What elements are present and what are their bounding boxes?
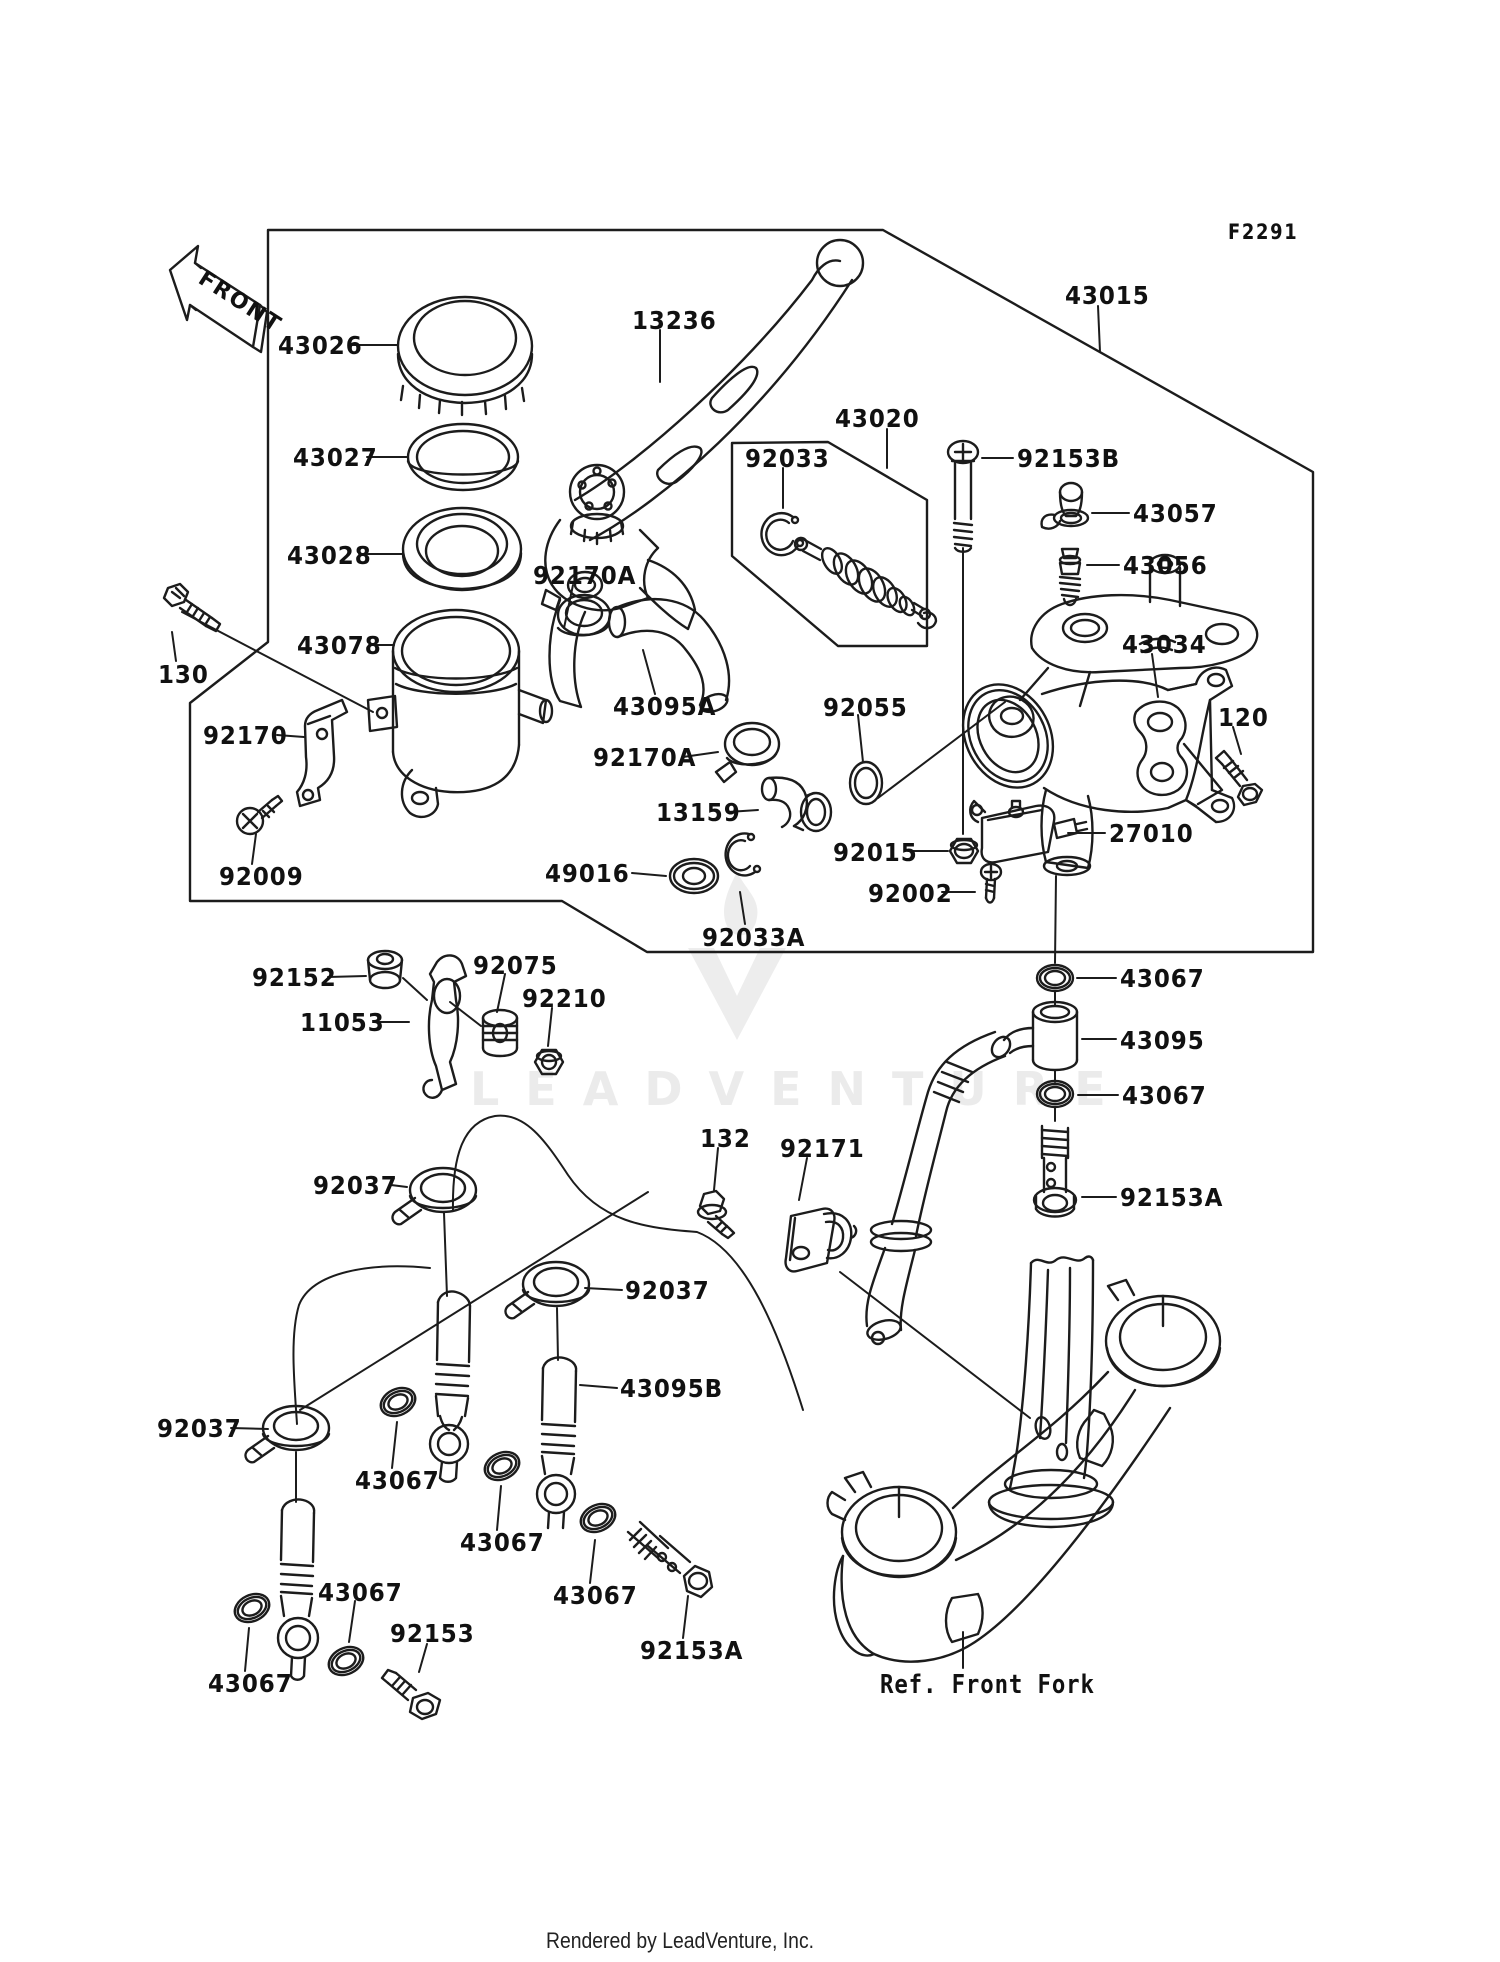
part-number-label: 92009 <box>219 862 304 891</box>
part-number-label: 43067 <box>553 1581 638 1610</box>
flange-nut-drawing <box>533 1048 565 1076</box>
hose-routing-lines <box>292 1114 804 1503</box>
grommet-drawing <box>366 949 404 990</box>
leader-lines <box>171 305 1242 1673</box>
part-number-label: 130 <box>158 660 209 689</box>
pivot-bolt-drawing <box>946 439 980 553</box>
hose-clamp-92171-drawing <box>784 1207 858 1273</box>
diaphragm-drawing <box>401 506 523 592</box>
bleed-nipple-cap-drawing <box>1040 481 1090 530</box>
part-number-label: 43067 <box>1122 1081 1207 1110</box>
part-number-label: 120 <box>1218 703 1269 732</box>
part-number-label: 92170 <box>203 721 288 750</box>
reservoir-hose-drawing <box>607 597 731 714</box>
part-number-label: 92002 <box>868 879 953 908</box>
part-number-label: 49016 <box>545 859 630 888</box>
part-number-label: 43020 <box>835 404 920 433</box>
bracket-screw-drawing <box>235 794 284 836</box>
part-number-label: 27010 <box>1109 819 1194 848</box>
brake-lever-drawing <box>544 238 865 709</box>
part-number-label: 11053 <box>300 1008 385 1037</box>
lower-washers-drawing <box>233 1386 617 1677</box>
part-number-label: 92170A <box>593 743 697 772</box>
part-number-label: 92171 <box>780 1134 865 1163</box>
hose-clamp-upper-drawing <box>540 588 612 637</box>
part-number-label: 43034 <box>1122 630 1207 659</box>
part-number-label: 43095A <box>613 692 717 721</box>
brake-switch-drawing <box>969 799 1089 864</box>
part-number-label: 43026 <box>278 331 363 360</box>
part-number-label: 43067 <box>208 1669 293 1698</box>
damper-drawing <box>481 1008 519 1058</box>
part-number-label: 43095B <box>620 1374 724 1403</box>
part-number-label: 43028 <box>287 541 372 570</box>
part-number-label: 43078 <box>297 631 382 660</box>
part-number-label: 92015 <box>833 838 918 867</box>
brake-hose-upper-drawing <box>865 1030 1007 1346</box>
part-number-label: 132 <box>700 1124 751 1153</box>
part-number-label: 92033 <box>745 444 830 473</box>
part-number-label: 92037 <box>313 1171 398 1200</box>
part-number-label: 43067 <box>460 1528 545 1557</box>
part-number-label: 92153 <box>390 1619 475 1648</box>
diagram-border <box>188 228 1315 954</box>
credit-line: Rendered by LeadVenture, Inc. <box>545 1928 815 1953</box>
piston-kit-drawing <box>760 512 938 630</box>
part-number-label: 92075 <box>473 951 558 980</box>
part-number-label: 13236 <box>632 306 717 335</box>
part-number-label: 43015 <box>1065 281 1150 310</box>
fiche-code: F2291 <box>1228 220 1299 244</box>
part-number-label: 92055 <box>823 693 908 722</box>
reservoir-bracket-drawing <box>295 698 349 808</box>
part-number-label: 92153A <box>1120 1183 1224 1212</box>
hose-bracket-drawing <box>422 954 468 1099</box>
clamp-bolt-120-drawing <box>1214 749 1264 807</box>
lever-nut-drawing <box>948 837 980 865</box>
o-ring-drawing <box>848 760 884 806</box>
banjo-bolt-92153A-bottom-drawing <box>626 1520 714 1599</box>
reservoir-drawing <box>366 608 554 819</box>
part-number-label: 43067 <box>355 1466 440 1495</box>
part-number-label: 43027 <box>293 443 378 472</box>
part-number-label: 43067 <box>1120 964 1205 993</box>
part-number-label: 92153A <box>640 1636 744 1665</box>
part-number-label: 92170A <box>533 561 637 590</box>
part-number-label: 43095 <box>1120 1026 1205 1055</box>
bolt-132-drawing <box>696 1189 736 1240</box>
part-number-label: 43067 <box>318 1578 403 1607</box>
watermark-text: LEADVENTURE <box>470 1062 1132 1116</box>
part-number-label: 92037 <box>625 1276 710 1305</box>
reservoir-cap-drawing <box>396 295 534 417</box>
part-number-label: 92037 <box>157 1414 242 1443</box>
handlebar-clamp-drawing <box>1133 700 1224 806</box>
part-number-label: 92033A <box>702 923 806 952</box>
watermark-logo <box>688 872 786 1040</box>
circlip-drawing <box>724 832 762 877</box>
banjo-bolt-92153-drawing <box>380 1668 442 1721</box>
part-number-label: 13159 <box>656 798 741 827</box>
part-number-label: 92210 <box>522 984 607 1013</box>
switch-screw-drawing <box>979 862 1003 904</box>
part-number-label: 43057 <box>1133 499 1218 528</box>
part-number-label: 43056 <box>1123 551 1208 580</box>
banjo-bolt-right-drawing <box>1032 1124 1078 1218</box>
elbow-fitting-drawing <box>760 776 833 833</box>
reference-note: Ref. Front Fork <box>880 1670 1095 1700</box>
part-number-label: 92152 <box>252 963 337 992</box>
master-cylinder-body-drawing <box>961 553 1259 877</box>
dust-cover-drawing <box>668 857 720 895</box>
lower-hose-segments-drawing <box>276 1290 578 1681</box>
hose-clamp-lower-drawing <box>714 721 781 784</box>
front-fork-drawing <box>826 1255 1222 1663</box>
part-number-label: 92153B <box>1017 444 1121 473</box>
